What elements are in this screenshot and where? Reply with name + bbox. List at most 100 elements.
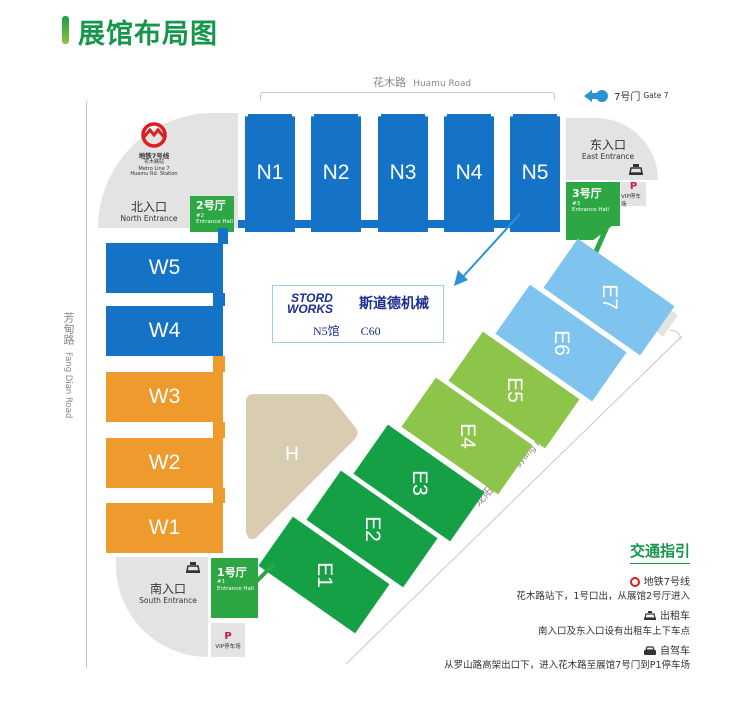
hall-1-connector: [256, 562, 276, 584]
west-north-connector: [218, 228, 228, 244]
logo-line-2: WORKS: [287, 302, 333, 317]
guide-metro-title: 地铁7号线: [643, 577, 690, 588]
guide-car-text: 从罗山路高架出口下，进入花木路至展馆7号门到P1停车场: [444, 660, 690, 671]
metro-line-en: Metro Line 7: [138, 166, 170, 173]
north-road-en: Huamu Road: [413, 79, 472, 89]
guide-taxi-title: 出租车: [660, 611, 690, 622]
page-title: 展馆布局图: [78, 19, 218, 50]
hall-3-connector: [591, 218, 612, 258]
taxi-icon: [186, 562, 200, 573]
hall-w4[interactable]: W4: [106, 306, 223, 356]
exhibitor-callout: STORD WORKS 斯道德机械 N5馆 C60: [272, 285, 444, 343]
metro-station-marker: [134, 122, 174, 152]
traffic-guide-title: 交通指引: [629, 540, 690, 564]
west-road-en: Fang Dian Road: [63, 352, 73, 419]
hall-2-num: #2: [196, 212, 205, 219]
metro-line-cn: 地铁7号线: [138, 152, 170, 160]
hall-3-en: Entrance Hall: [572, 206, 609, 213]
vip-parking-label-south: VIP停车场: [215, 643, 241, 650]
west-road-line: [86, 100, 92, 668]
gate-7-cn: 7号门: [614, 92, 641, 103]
taxi-icon: [629, 164, 643, 175]
hall-e7-label: E7: [598, 284, 621, 310]
hall-e1-label: E1: [313, 562, 336, 588]
east-entrance-en: East Entrance: [581, 152, 635, 162]
guide-metro-text: 花木路站下，1号口出，从展馆2号厅进入: [516, 591, 690, 602]
south-entrance-cn: 南入口: [149, 582, 186, 596]
east-entrance-cn: 东入口: [589, 138, 626, 152]
hall-e6-label: E6: [550, 330, 573, 356]
hall-n3[interactable]: N3: [378, 114, 428, 232]
east-entrance-label: 东入口 East Entrance: [570, 138, 646, 161]
hall-1-num: #1: [217, 579, 226, 586]
south-entrance-label: 南入口 South Entrance: [128, 582, 208, 605]
metro-logo-icon: [141, 122, 167, 148]
gate-7-marker: 7号门 Gate 7: [584, 88, 669, 103]
hall-n1[interactable]: N1: [245, 114, 295, 232]
north-entrance-cn: 北入口: [130, 200, 167, 214]
entrance-hall-3: 3号厅 #3 Entrance Hall: [566, 182, 620, 226]
hall-w2[interactable]: W2: [106, 438, 223, 488]
hall-2-en: Entrance Hall: [196, 218, 233, 225]
vip-parking-p-south: P: [224, 630, 232, 642]
vip-parking-label: VIP停车场: [621, 193, 641, 208]
metro-station-cn: 花木路站: [143, 158, 164, 165]
vip-parking-p: P: [629, 180, 638, 192]
stord-works-logo: STORD WORKS: [287, 292, 333, 317]
hall-w5[interactable]: W5: [106, 243, 223, 293]
south-entrance-en: South Entrance: [139, 596, 197, 606]
north-halls-connector: [238, 220, 560, 228]
metro-info: 地铁7号线 花木路站 Metro Line 7 Huamu Rd. Statio…: [120, 153, 188, 178]
hall-h-shape: [246, 394, 358, 540]
title-accent-bar: [62, 16, 69, 44]
hall-1-cn: 1号厅: [217, 566, 247, 579]
hall-1-en: Entrance Hall: [217, 585, 254, 592]
hall-e4-label: E4: [456, 423, 479, 449]
w3-w2-connector: [213, 422, 225, 438]
guide-taxi-head: 出租车: [540, 607, 690, 622]
west-road-cn: 芳甸路: [62, 312, 75, 345]
entrance-hall-2: 2号厅 #2 Entrance Hall: [190, 196, 234, 232]
metro-station-en: Huamu Rd. Station: [130, 171, 178, 178]
hall-e3-label: E3: [408, 470, 431, 496]
north-road-line: [260, 92, 555, 100]
entrance-hall-1: 1号厅 #1 Entrance Hall: [211, 558, 258, 618]
hall-e5-label: E5: [503, 377, 526, 403]
hall-w3[interactable]: W3: [106, 372, 223, 422]
guide-car-head: 自驾车: [540, 642, 690, 657]
metro-icon: [629, 577, 640, 587]
vip-parking-south: P VIP停车场: [211, 623, 245, 657]
taxi-icon: [644, 611, 656, 620]
north-road-cn: 花木路: [373, 76, 406, 89]
exhibitor-booth-number: C60: [360, 324, 381, 338]
longyang-road-line: [345, 329, 683, 665]
arrow-left-icon: [584, 89, 608, 102]
hall-n2[interactable]: N2: [311, 114, 361, 232]
hall-n4[interactable]: N4: [444, 114, 494, 232]
w4-w3-connector: [213, 356, 225, 372]
guide-car-title: 自驾车: [660, 646, 690, 657]
north-entrance-en: North Entrance: [120, 214, 178, 224]
w2-w1-connector: [213, 488, 225, 503]
north-entrance-label: 北入口 North Entrance: [112, 200, 186, 223]
hall-e2-label: E2: [361, 516, 384, 542]
traffic-guide-header: 交通指引: [540, 540, 690, 564]
hall-h[interactable]: H: [285, 444, 299, 465]
guide-metro-head: 地铁7号线: [540, 573, 690, 588]
north-road-label: 花木路 Huamu Road: [373, 74, 471, 90]
w5-w4-connector: [213, 293, 225, 306]
hall-w1[interactable]: W1: [106, 503, 223, 553]
guide-taxi-text: 南入口及东入口设有出租车上下车点: [537, 626, 690, 637]
hall-3-num: #3: [572, 200, 581, 207]
vip-parking-east: P VIP停车场: [621, 180, 646, 208]
gate-7-en: Gate 7: [643, 91, 669, 100]
west-road-label: 芳甸路 Fang Dian Road: [52, 312, 76, 419]
pointer-arrow-icon: [454, 213, 521, 286]
car-icon: [644, 646, 656, 655]
hall-2-cn: 2号厅: [196, 199, 226, 212]
hall-n5[interactable]: N5: [510, 114, 560, 232]
exhibitor-name: 斯道德机械: [359, 296, 429, 312]
exhibitor-booth: N5馆 C60: [313, 322, 381, 339]
exhibitor-hall: N5馆: [313, 324, 340, 338]
hall-3-cn: 3号厅: [572, 187, 602, 200]
